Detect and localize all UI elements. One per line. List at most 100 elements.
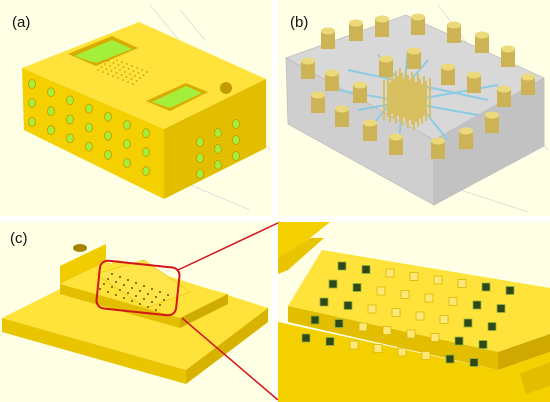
well-dot (143, 298, 145, 300)
port-hole (85, 122, 93, 133)
port-hole (47, 125, 55, 136)
zoom-well (361, 265, 371, 274)
window-left (74, 40, 132, 63)
port-hole (28, 117, 36, 127)
pin-cap (521, 73, 535, 81)
base-front-face (2, 318, 186, 384)
top-port-dot (122, 66, 125, 68)
pin-body (363, 123, 377, 141)
zoom-well (487, 322, 497, 331)
top-port-dot (126, 63, 128, 65)
zoom-well (421, 351, 431, 360)
top-port-dot (139, 77, 141, 79)
port-hole (28, 79, 36, 89)
pin-cap (325, 69, 339, 77)
pin-cap (501, 45, 515, 53)
port-hole (66, 95, 74, 106)
zoom-well (472, 300, 482, 310)
zoom-highlight (95, 259, 181, 317)
top-port-dot (141, 69, 143, 71)
well-dot (143, 285, 145, 287)
well-dot (139, 303, 141, 305)
top-port-dot (112, 62, 115, 64)
zoom-well (481, 282, 491, 292)
port-hole (232, 151, 240, 161)
zoom-well (445, 354, 455, 364)
connector-pin (475, 31, 489, 53)
zoom-well (505, 286, 515, 295)
port-hole (47, 106, 55, 117)
zoom-wall-edge (278, 238, 324, 274)
well-dot (167, 294, 169, 296)
pin-cap (467, 71, 481, 79)
port-hole (85, 141, 93, 152)
zoom-base-step (520, 362, 550, 394)
well-grid (99, 273, 169, 311)
zoom-base-top (278, 322, 550, 402)
pin-cap (497, 85, 511, 93)
zoom-well (352, 283, 362, 292)
top-port-dot (127, 68, 130, 70)
pin-cap (459, 127, 473, 135)
port-hole (196, 153, 204, 163)
pin-cap (335, 105, 349, 113)
top-port-dot (127, 81, 129, 83)
zoom-well (463, 318, 473, 328)
top-port-dot (111, 57, 113, 59)
zoom-render (278, 222, 550, 402)
well-dot (135, 295, 137, 297)
top-port-dot (115, 72, 118, 74)
pin-cap (311, 91, 325, 99)
well-dot (103, 283, 105, 285)
pin-cap (363, 119, 377, 127)
connector-pin (501, 45, 515, 67)
well-dot (115, 281, 117, 283)
pin-body (375, 19, 389, 37)
top-port-dot (129, 73, 131, 75)
zoom-well (319, 297, 329, 307)
pin-cap (431, 137, 445, 145)
panel-a: (a) (0, 0, 272, 216)
well-dot (139, 290, 141, 292)
top-port-dot (146, 71, 148, 73)
top-port-dot (121, 61, 123, 63)
port-hole (214, 128, 222, 138)
pin-body (467, 75, 481, 93)
connector-pin (485, 111, 499, 133)
well-dot (147, 306, 149, 308)
zoom-wall-top (278, 222, 330, 258)
well-plate (95, 259, 191, 309)
zoom-well (382, 326, 392, 335)
pin-cap (407, 47, 421, 55)
top-port-dot (132, 83, 134, 85)
well-dot (159, 291, 161, 293)
pin-body (497, 89, 511, 107)
well-dot (151, 288, 153, 290)
rear-wall (60, 244, 106, 284)
zoom-well (457, 279, 467, 288)
pin-cap (441, 63, 455, 71)
port-hole (123, 158, 131, 168)
zoom-well (424, 293, 434, 303)
port-hole (142, 147, 150, 158)
connector-pin (349, 19, 363, 41)
pin-body (311, 95, 325, 113)
zoom-well (349, 340, 359, 350)
well-dot (127, 279, 129, 281)
port-hole (85, 103, 93, 114)
pin-cap (379, 55, 393, 63)
top-port-dot (124, 71, 126, 73)
panel-b-render (285, 4, 549, 213)
pin-body (485, 115, 499, 133)
well-dot (107, 291, 109, 293)
zoom-well (367, 304, 377, 314)
connector-pin (353, 81, 367, 103)
zoom-well (430, 333, 440, 342)
pin-cap (353, 81, 367, 89)
chip-side-face (164, 79, 266, 199)
top-port-dot (110, 70, 113, 72)
top-port-dot (107, 73, 109, 75)
top-port-dot (105, 68, 108, 70)
pin-body (475, 35, 489, 53)
panel-a-render (22, 4, 271, 211)
